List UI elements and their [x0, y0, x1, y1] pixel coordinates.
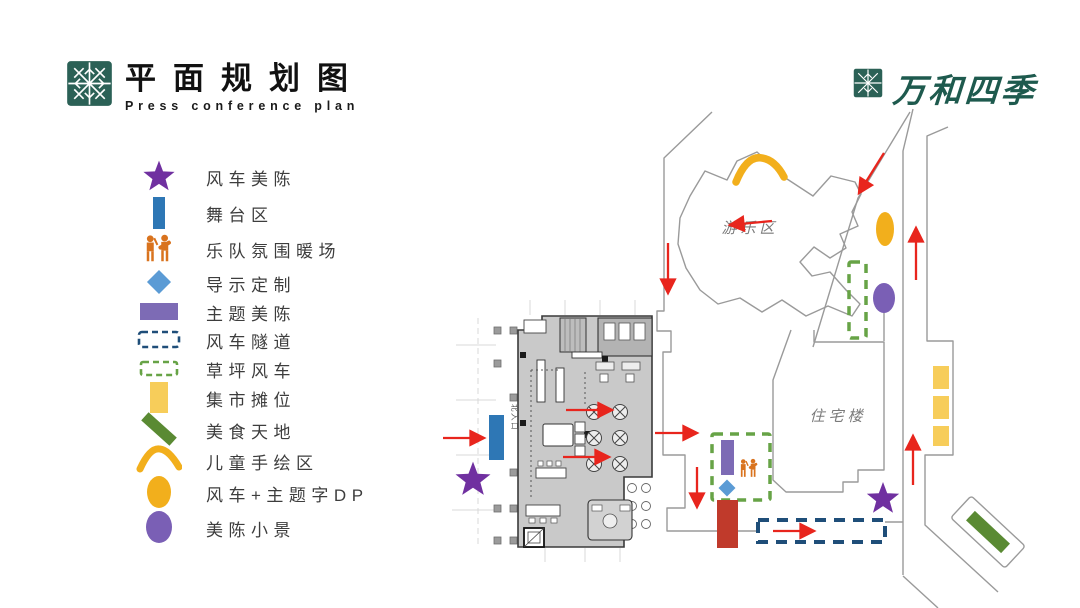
legend-item-label: 儿童手绘区 — [206, 453, 319, 473]
legend: 风车美陈舞台区乐队氛围暖场导示定制主题美陈风车隧道草坪风车集市摊位美食天地儿童手… — [134, 0, 434, 608]
page-subtitle: Press conference plan — [125, 99, 360, 113]
legend-item-label: 风车隧道 — [206, 332, 296, 352]
legend-item-label: 导示定制 — [206, 275, 296, 295]
stage-bar-icon — [134, 195, 184, 231]
reception-desk — [542, 423, 574, 447]
windmill-tunnel-zone — [756, 518, 887, 544]
legend-item-band-warmup: 乐队氛围暖场 — [134, 231, 341, 267]
leaf-logo-icon — [67, 61, 112, 106]
legend-item-stage-area: 舞台区 — [134, 195, 274, 231]
residential-label: 住宅楼 — [809, 408, 866, 425]
lawn-windmill-zone-2 — [710, 432, 772, 502]
east-road-right-edge — [924, 126, 999, 593]
dashed-rect-green-icon — [134, 351, 184, 387]
page-header: 平面规划图 Press conference plan — [66, 60, 365, 113]
stair-block — [559, 317, 587, 353]
market-stalls — [933, 366, 949, 446]
stair-shaft — [523, 527, 545, 548]
dining-tables — [586, 404, 628, 472]
diagonal-road — [812, 111, 911, 348]
route-arrow — [857, 152, 885, 196]
legend-item-label: 乐队氛围暖场 — [206, 241, 341, 261]
legend-item-label: 主题美陈 — [206, 304, 296, 324]
playground-area-outline — [677, 151, 862, 317]
windmill-star-west — [455, 461, 491, 495]
windmill-star-east — [866, 482, 900, 513]
yellow-ellipse-icon — [134, 475, 184, 511]
legend-item-label: 风车美陈 — [206, 169, 296, 189]
legend-item-windmill-dp: 风车+主题字DP — [134, 475, 369, 511]
legend-item-lawn-windmill: 草坪风车 — [134, 351, 296, 387]
legend-item-food-court: 美食天地 — [134, 412, 296, 448]
floor-plan: 北入口 — [493, 315, 653, 548]
residential-parcel-outline — [772, 329, 885, 493]
east-road-left-edge — [902, 108, 914, 575]
legend-item-label: 舞台区 — [206, 205, 274, 225]
legend-item-market-stall: 集市摊位 — [134, 380, 296, 416]
lawn-windmill-zone-1 — [847, 260, 868, 340]
stage-bar — [489, 415, 504, 460]
legend-item-label: 美陈小景 — [206, 520, 296, 540]
arc-icon — [134, 443, 184, 479]
yellow-rect-icon — [134, 380, 184, 416]
diamond-icon — [134, 265, 184, 301]
theme-deco-block — [721, 440, 734, 475]
legend-item-label: 美食天地 — [206, 422, 296, 442]
west-boundary — [656, 111, 760, 532]
brand-leaf-logo-icon — [853, 68, 883, 98]
lounge-area — [587, 499, 633, 541]
brand-mark: 万和四季 — [853, 64, 1038, 112]
column-grid — [493, 326, 518, 545]
red-stage-block — [717, 500, 738, 548]
purple-rect-icon — [134, 294, 184, 330]
legend-item-windmill-star: 风车美陈 — [134, 159, 296, 195]
legend-item-label: 草坪风车 — [206, 361, 296, 381]
legend-item-theme-deco: 主题美陈 — [134, 294, 296, 330]
signage-diamond — [718, 479, 736, 497]
legend-item-signage-custom: 导示定制 — [134, 265, 296, 301]
legend-item-label: 风车+主题字DP — [206, 485, 369, 505]
deco-scenery-ellipse — [873, 283, 895, 313]
page-title: 平面规划图 — [125, 61, 365, 96]
green-diagonal-icon — [134, 412, 184, 448]
band-icon — [134, 231, 184, 267]
site-outline — [656, 108, 1025, 608]
star-icon — [134, 159, 184, 195]
windmill-dp-ellipse — [876, 212, 894, 246]
route-arrow — [727, 215, 773, 233]
entrance-label: 北入口 — [510, 404, 519, 431]
legend-item-label: 集市摊位 — [206, 390, 296, 410]
legend-item-windmill-tunnel: 风车隧道 — [134, 322, 296, 358]
food-court-bar — [966, 510, 1010, 554]
legend-item-deco-scenery: 美陈小景 — [134, 510, 296, 546]
dashed-rect-blue-icon — [134, 322, 184, 358]
circulation-lines — [530, 369, 586, 498]
band-icon — [740, 458, 758, 477]
food-parcel-outline — [951, 496, 1025, 568]
route-arrows — [443, 152, 925, 540]
legend-item-kids-drawing: 儿童手绘区 — [134, 443, 319, 479]
kids-drawing-arc — [732, 153, 788, 186]
purple-ellipse-icon — [134, 510, 184, 546]
